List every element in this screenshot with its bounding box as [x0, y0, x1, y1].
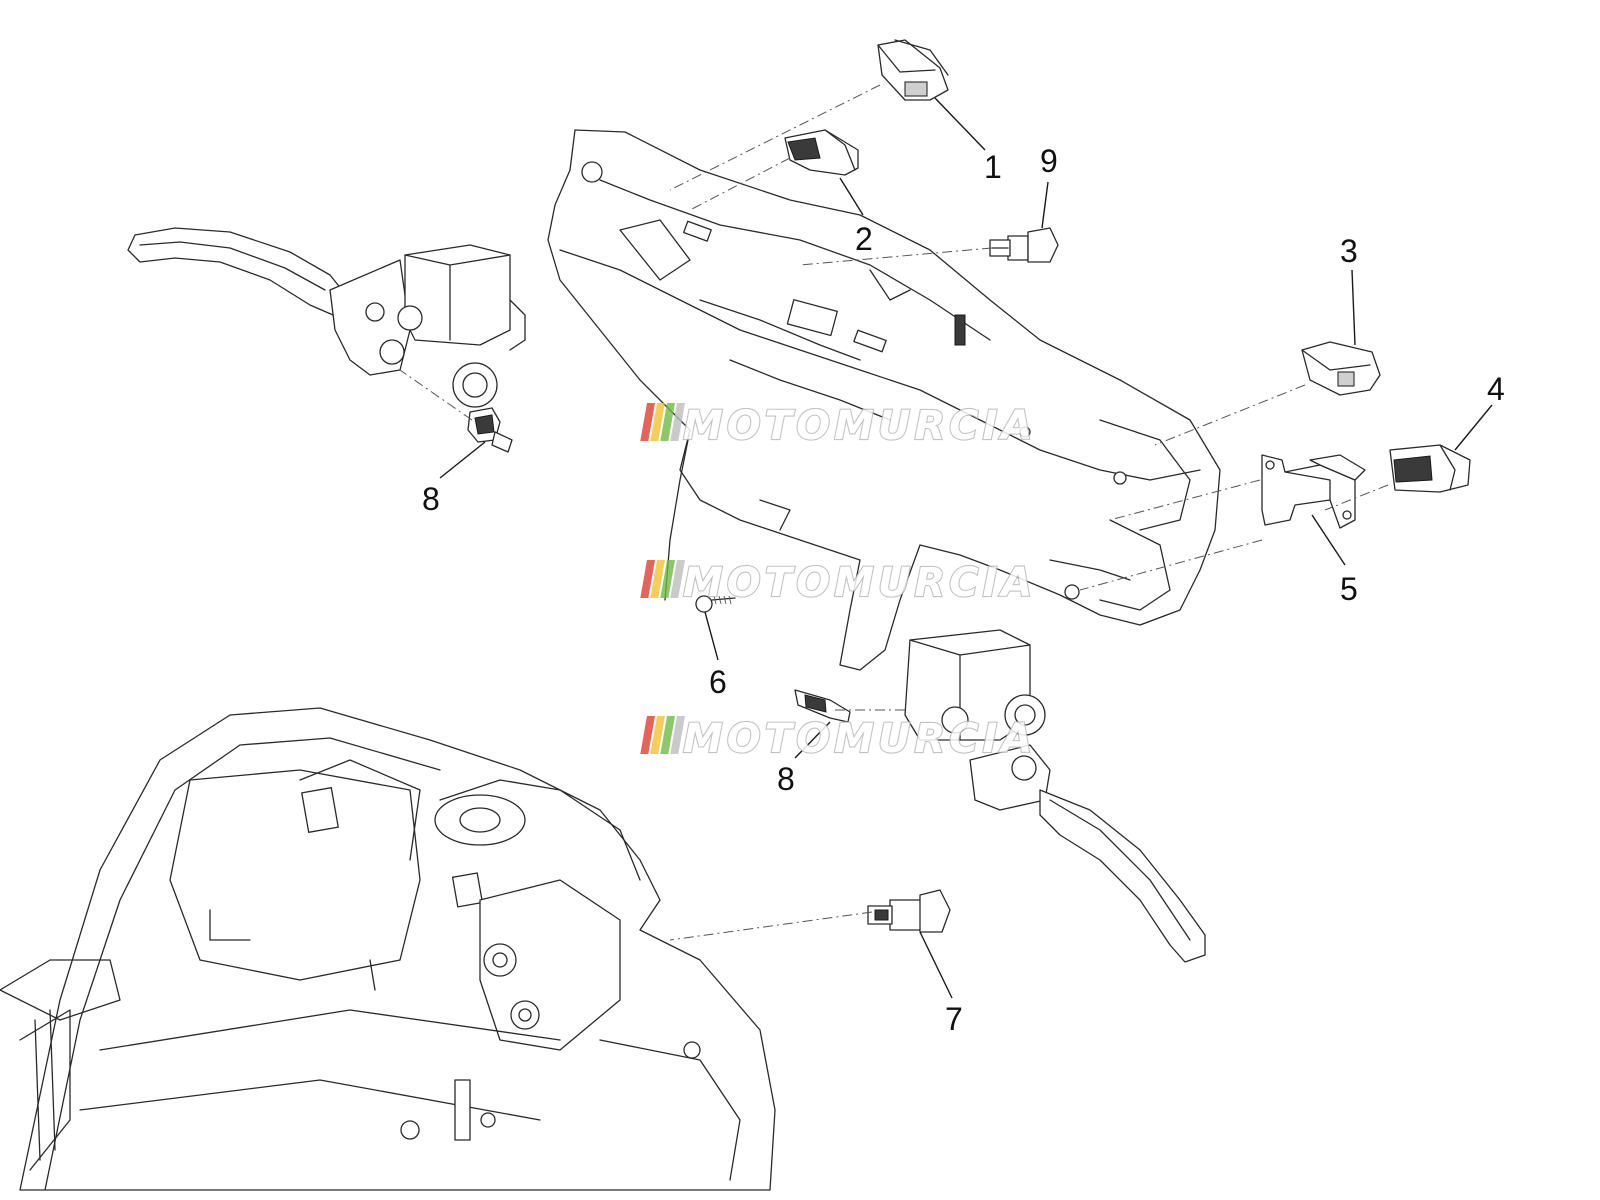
watermark-text: MOTOMURCIA: [683, 716, 1036, 762]
watermark-text: MOTOMURCIA: [683, 560, 1036, 606]
watermark-text: MOTOMURCIA: [683, 403, 1036, 449]
headset-rear-cover: [0, 707, 776, 1191]
handlebar-cover: [547, 129, 1221, 671]
left-brake-master-cylinder: [127, 227, 526, 408]
callout-5: 5: [1340, 571, 1358, 607]
callout-9: 9: [1040, 143, 1058, 179]
screw-part-6: [695, 595, 736, 613]
switch-part-3: [1301, 341, 1381, 396]
connector-part-9: [989, 227, 1059, 263]
watermark-stripes: [640, 716, 685, 754]
watermark-2: MOTOMURCIA: [640, 559, 1036, 607]
alignment-lines: [399, 84, 1389, 941]
callout-2: 2: [855, 221, 873, 257]
callout-leaders: [439, 97, 1493, 999]
right-brake-master-cylinder: [904, 629, 1206, 963]
watermark-stripes: [640, 560, 685, 598]
switch-part-2: [784, 129, 859, 176]
switch-part-5: [1261, 454, 1366, 529]
watermark-3: MOTOMURCIA: [640, 715, 1036, 763]
watermark-stripes: [640, 403, 685, 441]
callout-7: 7: [945, 1001, 963, 1037]
connector-part-8-left: [467, 407, 513, 453]
callout-numbers: 1 2 9 3 4 5 8 6 8 7: [422, 143, 1505, 1037]
callout-8-left: 8: [422, 481, 440, 517]
switch-part-1: [877, 39, 949, 101]
connector-part-7: [867, 889, 951, 933]
callout-8-right: 8: [777, 761, 795, 797]
callout-1: 1: [984, 149, 1002, 185]
switch-part-4: [1389, 444, 1471, 493]
callout-3: 3: [1340, 233, 1358, 269]
callout-6: 6: [709, 664, 727, 700]
connector-part-8-right: [794, 689, 851, 723]
callout-4: 4: [1487, 371, 1505, 407]
watermark-1: MOTOMURCIA: [640, 402, 1036, 450]
